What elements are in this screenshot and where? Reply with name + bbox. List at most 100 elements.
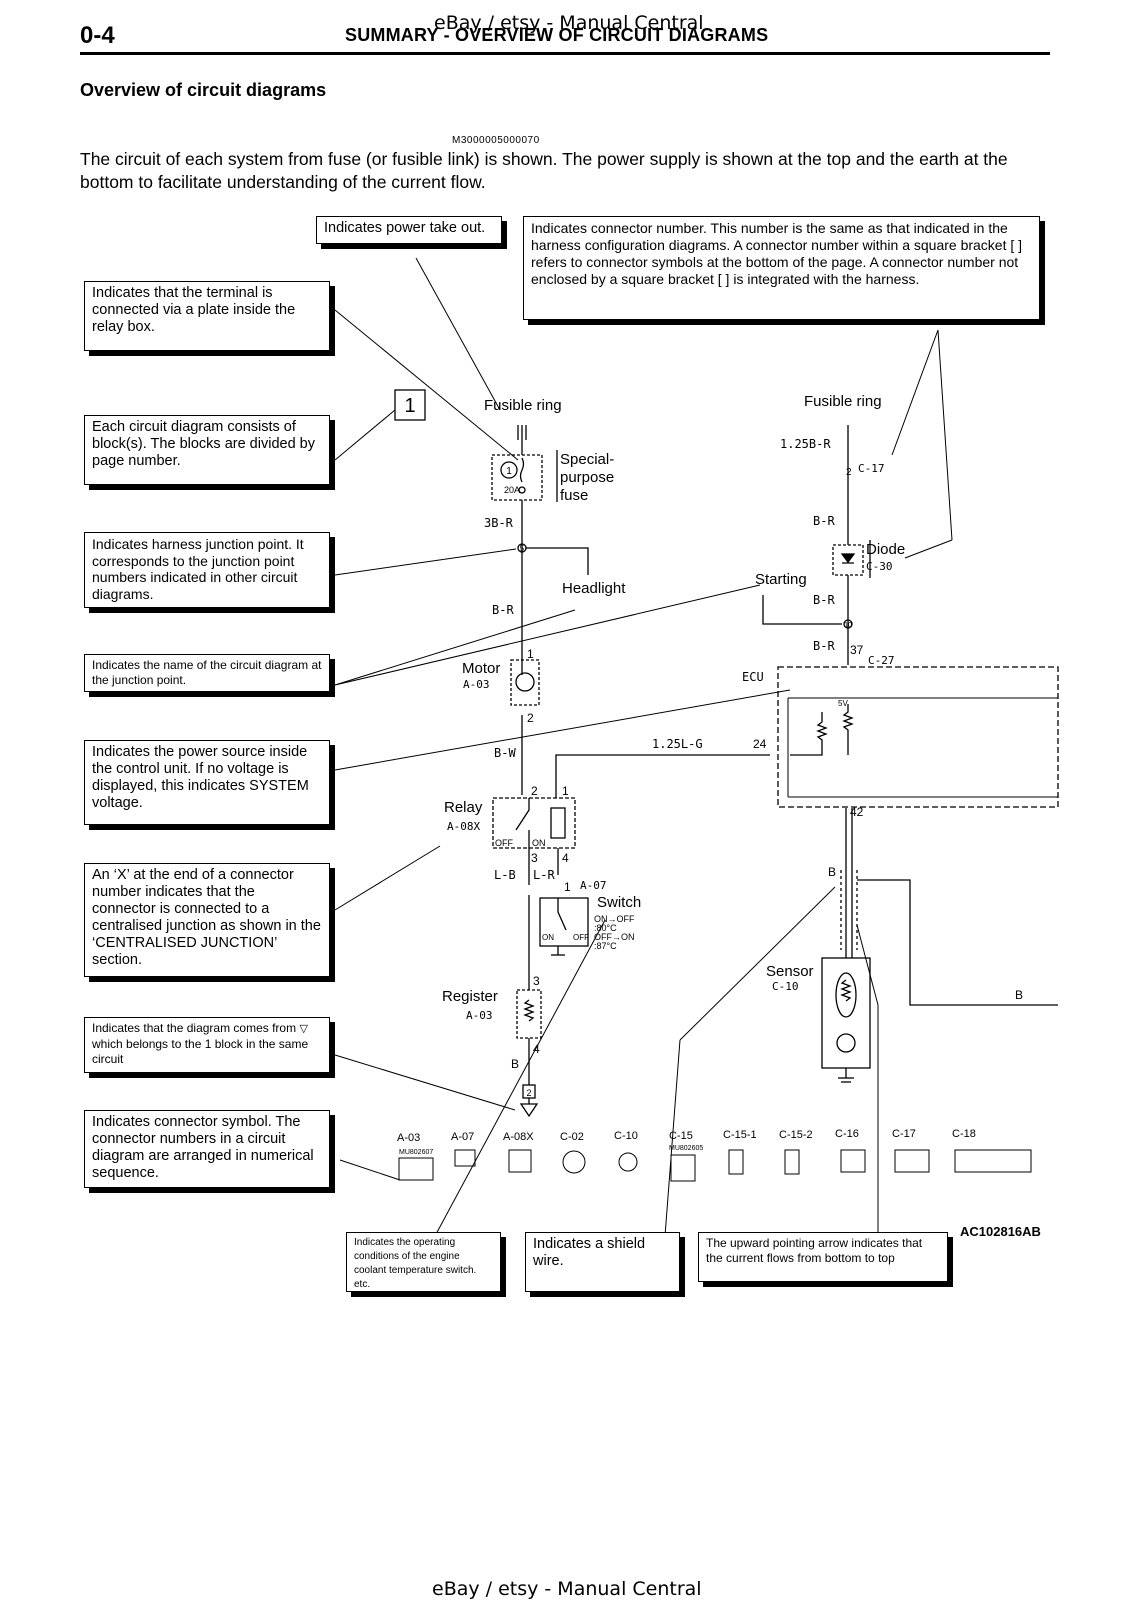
wire-label: L-B [494,868,516,882]
special-fuse-line-3: fuse [560,487,588,504]
callout-operating-conditions: Indicates the operating conditions of th… [346,1232,501,1292]
connector-a08x-symbol [508,1149,532,1173]
connector-symbol-label: A-07 [451,1131,474,1143]
diode-label: Diode [866,541,905,558]
connector-c17-symbol [894,1149,930,1173]
block-number-box [394,389,426,421]
connector-c02-symbol [562,1150,586,1174]
register-connector: A-03 [466,1009,493,1022]
page-number: 0-4 [80,22,115,49]
callout-power-take-out: Indicates power take out. [316,216,502,244]
callout-junction-point: Indicates harness junction point. It cor… [84,532,330,608]
connector-c17: C-17 [858,462,885,475]
block-number: 1 [404,395,415,417]
ecu-5v: 5V [838,699,848,708]
special-fuse-line-2: purpose [560,469,614,486]
wire-label: B-R [492,603,514,617]
connector-c27: C-27 [868,654,895,667]
sensor-resistor [840,979,852,1002]
mu-code: MU802607 [399,1149,433,1156]
intro-paragraph: The circuit of each system from fuse (or… [80,149,1008,192]
connector-symbol-label: C-17 [892,1128,916,1140]
switch-condition: ON→OFF [594,914,635,924]
connector-symbols-row: A-03 A-07 A-08X C-02 C-10 C-15 C-15-1 C-… [397,1128,976,1156]
special-fuse-line-1: Special- [560,451,614,468]
section-title: Overview of circuit diagrams [80,80,327,100]
pin-number: 2 [531,784,538,798]
leader-lines [334,257,953,1237]
switch-off: OFF [573,933,589,942]
pin-number: 4 [562,851,569,865]
register-label: Register [442,988,498,1005]
fuse-number: 1 [506,466,512,477]
wire-label: B-R [813,514,835,528]
mu-code: MU802605 [669,1145,703,1152]
fuse-rating: 20A [504,485,520,495]
pin-number: 42 [850,805,864,819]
header-rule [80,52,1050,55]
wire-label: B [511,1057,519,1071]
fuse-number-circle [500,461,518,479]
switch-label: Switch [597,894,641,911]
pin-number: 2 [846,467,852,478]
connector-symbol-label: A-03 [397,1132,420,1144]
wire-label: B-R [813,593,835,607]
pin-number: 1 [562,784,569,798]
callout-blocks: Each circuit diagram consists of block(s… [84,415,330,485]
starting-label: Starting [755,571,807,588]
connector-symbol-label: C-15 [669,1130,693,1142]
switch-box [539,897,589,947]
document-code: M3000005000070 [452,135,540,146]
sensor-connector: C-10 [772,980,799,993]
connector-symbol-label: C-10 [614,1130,638,1142]
switch-contact [557,898,567,931]
fuse-element [519,457,525,483]
pin-number: 4 [533,1042,540,1056]
earth-connector-box [522,1084,536,1099]
relay-connector: A-08X [447,820,480,833]
connector-c10-symbol [618,1152,638,1172]
l-g-wire [555,754,770,798]
junction-point [843,619,853,629]
relay-on: ON [532,838,546,848]
fuse-terminal [518,486,526,494]
ecu-box [777,666,1059,808]
motor-symbol [515,672,535,692]
callout-connector-number: Indicates connector number. This number … [523,216,1040,320]
switch-condition: :87°C [594,941,617,951]
diode-box [832,544,864,576]
connector-c15-2-symbol [784,1149,800,1175]
callout-comes-from-pre: Indicates that the diagram comes from [92,1021,300,1035]
motor-connector: A-03 [463,678,490,691]
pin-number: 3 [531,851,538,865]
junction-point [517,543,527,553]
headlight-label: Headlight [562,580,626,597]
junction-number: 5 [520,544,525,553]
callout-connector-symbol: Indicates connector symbol. The connecto… [84,1110,330,1188]
pin-number: 2 [527,711,534,725]
sensor-thermistor [835,972,857,1018]
pin-number: 1 [564,880,571,894]
callout-comes-from: Indicates that the diagram comes from ▽ … [84,1017,330,1073]
header-title: SUMMARY - OVERVIEW OF CIRCUIT DIAGRAMS [345,25,769,45]
pin-number: 3 [533,974,540,988]
connector-c15-1-symbol [728,1149,744,1175]
watermark-top: eBay / etsy - Manual Central [434,12,704,34]
callout-plate-inside-relay: Indicates that the terminal is connected… [84,281,330,351]
wire-label: B-R [813,639,835,653]
junction-number: 10 [844,622,852,629]
watermark-bottom: eBay / etsy - Manual Central [432,1578,702,1600]
b-wire-right [857,879,1058,1006]
diode-connector: C-30 [866,560,893,573]
wire-label: 1.25L-G [652,737,703,751]
wire-label: B [1015,988,1023,1002]
relay-contact [515,798,530,831]
connector-symbol-label: C-15-1 [723,1129,757,1141]
switch-condition: OFF→ON [594,932,635,942]
connector-symbol-label: C-02 [560,1131,584,1143]
fusible-ring-right-label: Fusible ring [804,393,882,410]
wire-label: 1.25B-R [780,437,831,451]
switch-on: ON [542,933,554,942]
wire-label: B [828,865,836,879]
